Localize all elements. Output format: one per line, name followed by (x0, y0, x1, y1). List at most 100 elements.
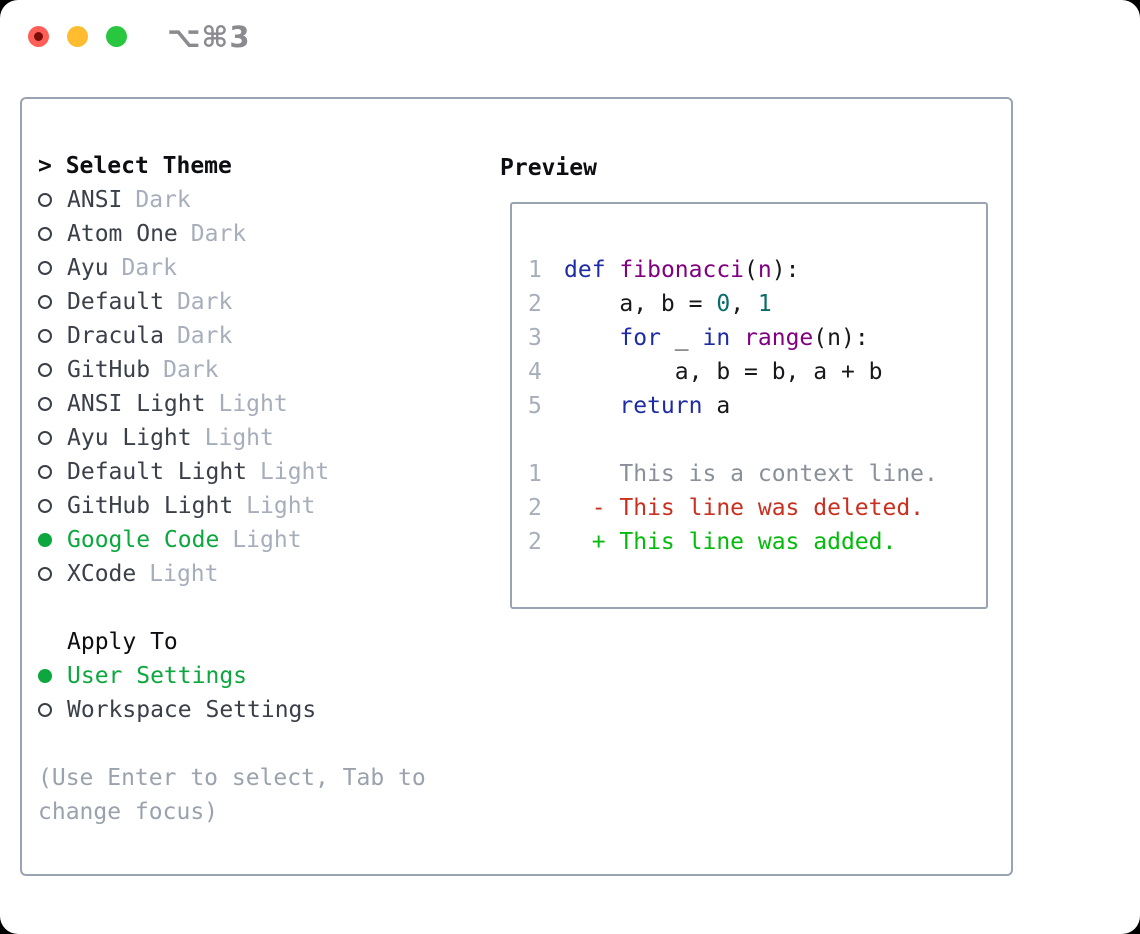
apply-option-workspace-settings[interactable]: Workspace Settings (38, 693, 488, 727)
bullet-cell (38, 567, 67, 581)
radio-icon (38, 227, 52, 241)
radio-icon (38, 397, 52, 411)
code-token: 0 (716, 291, 731, 317)
theme-name: Ayu (67, 255, 109, 281)
preview-title: Preview (500, 155, 597, 181)
help-text: (Use Enter to select, Tab to change focu… (38, 761, 488, 829)
theme-variant-tag: Dark (135, 187, 191, 213)
bullet-cell (38, 363, 67, 377)
code-token: a (702, 393, 731, 419)
code-token: for (619, 325, 661, 351)
radio-icon (38, 363, 52, 377)
line-number: 1 (528, 461, 542, 487)
theme-option-dracula[interactable]: Dracula Dark (38, 319, 488, 353)
code-token: _ (660, 325, 703, 351)
code-token: + This line was added. (564, 529, 897, 555)
preview-line: 2 a, b = 0, 1 (528, 287, 986, 321)
code-token: fibonacci (619, 257, 745, 283)
theme-name: XCode (67, 561, 137, 587)
radio-selected-icon (38, 669, 52, 683)
code-token: a, b = (564, 291, 717, 317)
preview-line: 3 for _ in range(n): (528, 321, 986, 355)
code-token: - This line was deleted. (564, 495, 925, 521)
apply-option-user-settings[interactable]: User Settings (38, 659, 488, 693)
bullet-cell (38, 499, 67, 513)
line-number: 2 (528, 495, 542, 521)
radio-icon (38, 431, 52, 445)
radio-icon (38, 295, 52, 309)
theme-variant-tag: Dark (176, 323, 233, 349)
preview-line: 4 a, b = b, a + b (528, 355, 986, 389)
apply-option-label: Workspace Settings (67, 697, 317, 723)
line-number: 2 (528, 291, 542, 317)
theme-option-github-light[interactable]: GitHub Light Light (38, 489, 488, 523)
theme-variant-tag: Light (149, 561, 219, 587)
theme-variant-tag: Light (246, 493, 316, 519)
code-token: This is a context line. (564, 461, 938, 487)
bullet-cell (38, 397, 67, 411)
bullet-cell (38, 431, 67, 445)
radio-icon (38, 465, 52, 479)
bullet-cell (38, 295, 67, 309)
code-token (606, 257, 620, 283)
theme-option-xcode[interactable]: XCode Light (38, 557, 488, 591)
radio-icon (38, 193, 52, 207)
bullet-cell (38, 193, 67, 207)
apply-to-header: Apply To (67, 629, 178, 655)
code-token: 1 (757, 291, 772, 317)
theme-option-ansi[interactable]: ANSI Dark (38, 183, 488, 217)
bullet-cell (38, 329, 67, 343)
theme-name: ANSI (67, 187, 123, 213)
code-token: (n): (813, 325, 869, 351)
line-number: 2 (528, 529, 542, 555)
preview-line: 2 - This line was deleted. (528, 491, 986, 525)
select-theme-title: Select Theme (65, 153, 232, 179)
theme-variant-tag: Light (260, 459, 330, 485)
code-token: ): (771, 257, 800, 283)
radio-selected-icon (38, 533, 52, 547)
code-token: n (757, 257, 772, 283)
line-number: 4 (528, 359, 542, 385)
radio-icon (38, 499, 52, 513)
apply-option-label: User Settings (67, 663, 248, 689)
bullet-cell (38, 227, 67, 241)
focus-caret-icon: > (38, 153, 66, 179)
line-number: 3 (528, 325, 542, 351)
radio-icon (38, 703, 52, 717)
code-token: return (619, 393, 703, 419)
code-token: a, b = b, a + b (564, 359, 883, 385)
bullet-cell (38, 533, 67, 547)
theme-name: ANSI Light (67, 391, 206, 417)
theme-name: Default (67, 289, 164, 315)
theme-variant-tag: Light (232, 527, 302, 553)
preview-line: 2 + This line was added. (528, 525, 986, 559)
minimize-button[interactable] (67, 26, 88, 47)
help-line-2: change focus) (38, 799, 219, 825)
bullet-cell (38, 261, 67, 275)
preview-line (528, 423, 986, 457)
select-theme-header: > Select Theme (38, 149, 488, 183)
window-shortcut-label: ⌥⌘3 (167, 20, 251, 54)
code-token: , (730, 291, 758, 317)
zoom-button[interactable] (106, 26, 127, 47)
code-token: range (744, 325, 814, 351)
radio-icon (38, 329, 52, 343)
theme-name: GitHub Light (67, 493, 234, 519)
theme-name: Dracula (67, 323, 164, 349)
close-button[interactable] (28, 26, 49, 47)
